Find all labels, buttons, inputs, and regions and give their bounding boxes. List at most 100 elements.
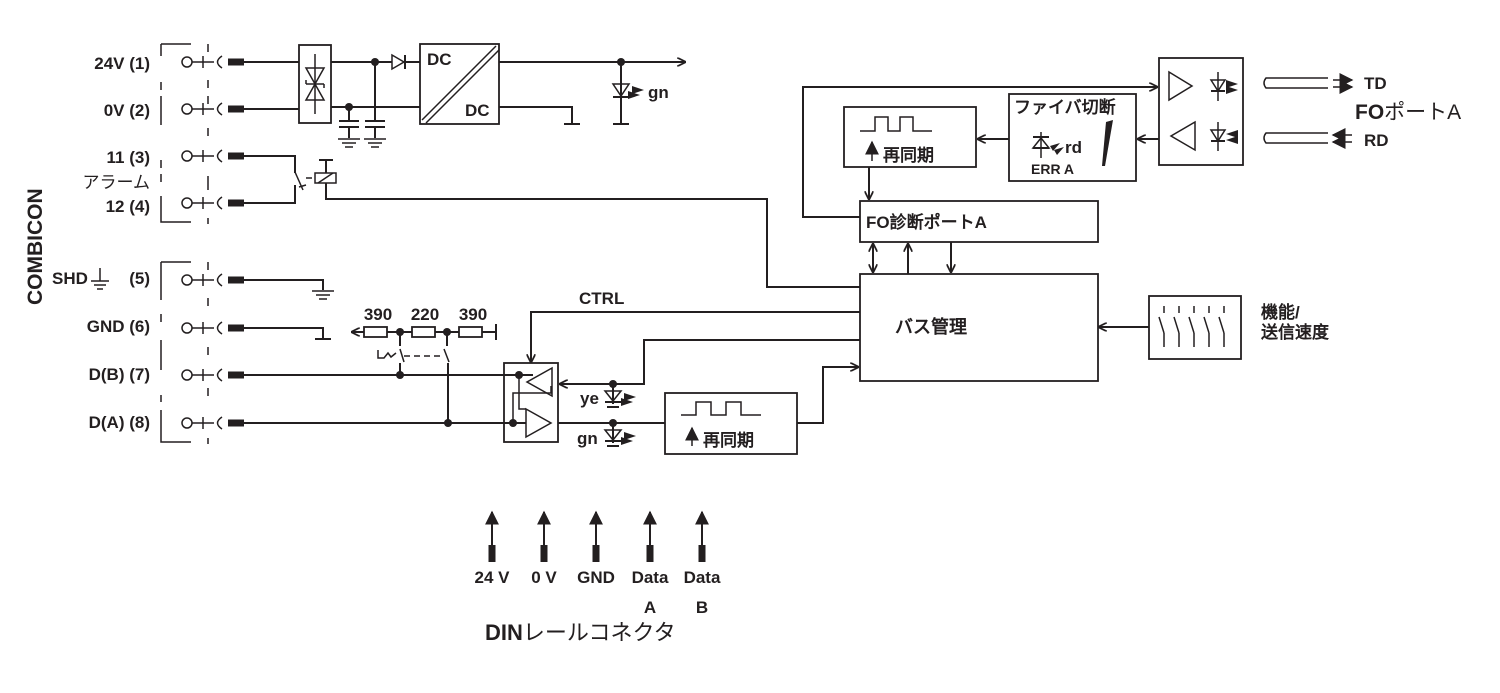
receiver-amplifier-icon (1169, 120, 1196, 152)
tvs-diode-icon (304, 54, 326, 114)
terminal-label-2: 0V (2) (104, 101, 150, 120)
capacitor-icon (364, 62, 386, 148)
terminal-5 (181, 273, 244, 287)
rs485-transceiver (503, 362, 559, 443)
terminal-label-4: 12 (4) (106, 197, 150, 216)
rx-led-label: gn (577, 429, 598, 448)
din-pin-sublabel: A (644, 598, 656, 617)
rs485-lines (243, 371, 504, 427)
din-rail-label-prefix: DIN (485, 620, 523, 645)
terminal-1 (181, 55, 244, 69)
alarm-label: アラーム (83, 173, 151, 192)
termination-network: 390 220 390 (352, 305, 497, 423)
receiver-amplifier-icon (525, 366, 553, 398)
signal-level-icon (1102, 120, 1113, 166)
power-led-label: gn (648, 83, 669, 102)
fo-diagnostic-block: ファイバ切断 FO診断ポートA (859, 200, 1099, 243)
resync-label-fo: 再同期 (883, 146, 934, 165)
terminal-label-1: 24V (1) (94, 54, 150, 73)
tx-led-label: ye (580, 389, 599, 408)
resistor-label-3: 390 (459, 305, 487, 324)
connector-outline-bottom (160, 261, 209, 444)
connector-outline-top (160, 43, 209, 224)
dip-switch-icon (1203, 306, 1210, 347)
fo-transceiver-block (1158, 57, 1244, 166)
dip-switch-block (1148, 295, 1242, 360)
tx-led-icon (603, 384, 636, 408)
din-rail-label-suffix: レールコネクタ (523, 620, 676, 645)
td-label: TD (1364, 74, 1387, 93)
combicon-section: COMBICON 24V (1) 0V (2) 11 (3) アラーム 12 (… (24, 43, 244, 444)
terminal-label-8: D(A) (8) (89, 413, 150, 432)
tx-photodiode-icon (1209, 72, 1238, 101)
rx-led-icon (603, 423, 636, 447)
fo-port-label-suffix: ポートA (1384, 101, 1461, 124)
dip-switch-icon (1158, 306, 1165, 347)
resistor-icon (363, 326, 388, 338)
driver-amplifier-icon (525, 407, 553, 439)
din-pin-2: 0 V (531, 510, 557, 587)
fiber-cable-td (1263, 73, 1354, 94)
terminal-2 (181, 102, 244, 116)
din-pin-1: 24 V (475, 510, 511, 587)
din-pin-label: 24 V (475, 568, 511, 587)
terminal-3 (181, 149, 244, 163)
error-label: ERR A (1031, 161, 1074, 177)
dc-dc-converter: DC DC (419, 43, 500, 125)
dc-input-label: DC (427, 50, 452, 69)
dc-output-label: DC (465, 101, 490, 120)
transmitter-amplifier-icon (1168, 70, 1194, 102)
din-pin-label: GND (577, 568, 615, 587)
fo-port-label: FOポートA (1355, 101, 1461, 124)
fiber-break-block: ファイバ切断 rd ERR A (1008, 93, 1137, 182)
resync-block-rs485: 再同期 (664, 392, 798, 455)
fiber-cable-rd (1263, 128, 1352, 149)
terminal-label-7: D(B) (7) (89, 365, 150, 384)
din-pin-label: Data (684, 568, 721, 587)
dip-switch-icon (1218, 306, 1225, 347)
resistor-icon (411, 326, 436, 338)
resync-block-fo: 再同期 (843, 106, 977, 168)
resistor-label-1: 390 (364, 305, 392, 324)
dip-switch-label-2: 送信速度 (1261, 322, 1330, 342)
dip-switch-label-1: 機能/ (1261, 302, 1300, 322)
terminal-label-3: 11 (3) (107, 148, 150, 167)
dip-switch-icon (1173, 306, 1180, 347)
shield-ground (243, 279, 334, 340)
power-section: DC DC gn (243, 43, 685, 148)
alarm-relay (243, 155, 860, 288)
error-led-icon (1031, 132, 1064, 158)
din-pin-sublabel: B (696, 598, 708, 617)
terminal-6 (181, 321, 244, 335)
diode-icon (391, 53, 420, 71)
fo-diagnostic-label: FO診断ポートA (866, 212, 987, 232)
error-led-label: rd (1065, 138, 1082, 157)
din-rail-label: DINレールコネクタ (485, 620, 676, 645)
bus-management-label: バス管理 (895, 316, 967, 337)
shield-ground-icon (91, 268, 109, 290)
terminal-label-5-suffix: (5) (129, 269, 150, 288)
combicon-label: COMBICON (24, 188, 47, 305)
resistor-label-2: 220 (411, 305, 439, 324)
bus-management-block: バス管理 (859, 273, 1099, 382)
din-pin-3: GND (577, 510, 615, 587)
dip-switch-icon (1188, 306, 1195, 347)
power-led-icon (611, 62, 644, 125)
terminal-label-6: GND (6) (87, 317, 150, 336)
terminal-8 (181, 416, 244, 430)
terminal-label-5-prefix: SHD (52, 269, 88, 288)
din-pin-label: Data (632, 568, 669, 587)
resync-label-rs485: 再同期 (703, 431, 754, 450)
rd-label: RD (1364, 131, 1389, 150)
capacitor-icon (338, 107, 360, 148)
fo-port-label-prefix: FO (1355, 101, 1384, 124)
din-pin-label: 0 V (531, 568, 557, 587)
resistor-icon (458, 326, 483, 338)
terminal-4 (181, 196, 244, 210)
fiber-break-title: ファイバ切断 (1014, 97, 1116, 117)
terminal-7 (181, 368, 244, 382)
rx-photodiode-icon (1209, 122, 1238, 151)
